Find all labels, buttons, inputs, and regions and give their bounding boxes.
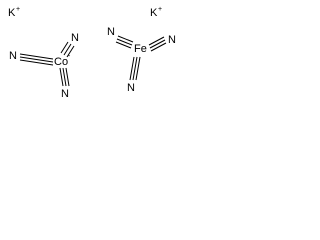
nitrogen-atom: N xyxy=(107,26,115,38)
iron-symbol: Fe xyxy=(134,43,147,55)
potassium-charge: + xyxy=(158,6,162,13)
potassium-symbol: K xyxy=(150,7,158,19)
cyano-bond-right xyxy=(148,36,167,52)
nitrogen-atom: N xyxy=(168,34,176,46)
cobalt-symbol: Co xyxy=(54,56,68,68)
structure-diagram: K + K + xyxy=(0,0,186,107)
nitrogen-atom: N xyxy=(61,88,69,100)
cyano-bond-left xyxy=(19,53,54,66)
cyano-bond-upper xyxy=(60,41,75,58)
nitrogen-atom: N xyxy=(127,82,135,94)
potassium-ion-left: K + xyxy=(8,6,20,19)
cyano-bond-lower xyxy=(129,56,141,81)
cyano-bond-lower xyxy=(59,67,70,87)
nitrogen-atom: N xyxy=(71,32,79,44)
structure-svg: K + K + xyxy=(8,6,176,100)
nitrogen-atom: N xyxy=(9,50,17,62)
potassium-symbol: K xyxy=(8,7,16,19)
cobalt-complex: Co - N N N xyxy=(9,32,79,100)
iron-complex: Fe N N N xyxy=(107,26,176,94)
potassium-ion-right: K + xyxy=(150,6,162,19)
potassium-charge: + xyxy=(16,6,20,13)
cyano-bond-upper xyxy=(115,35,134,49)
cobalt-charge: - xyxy=(68,53,71,60)
